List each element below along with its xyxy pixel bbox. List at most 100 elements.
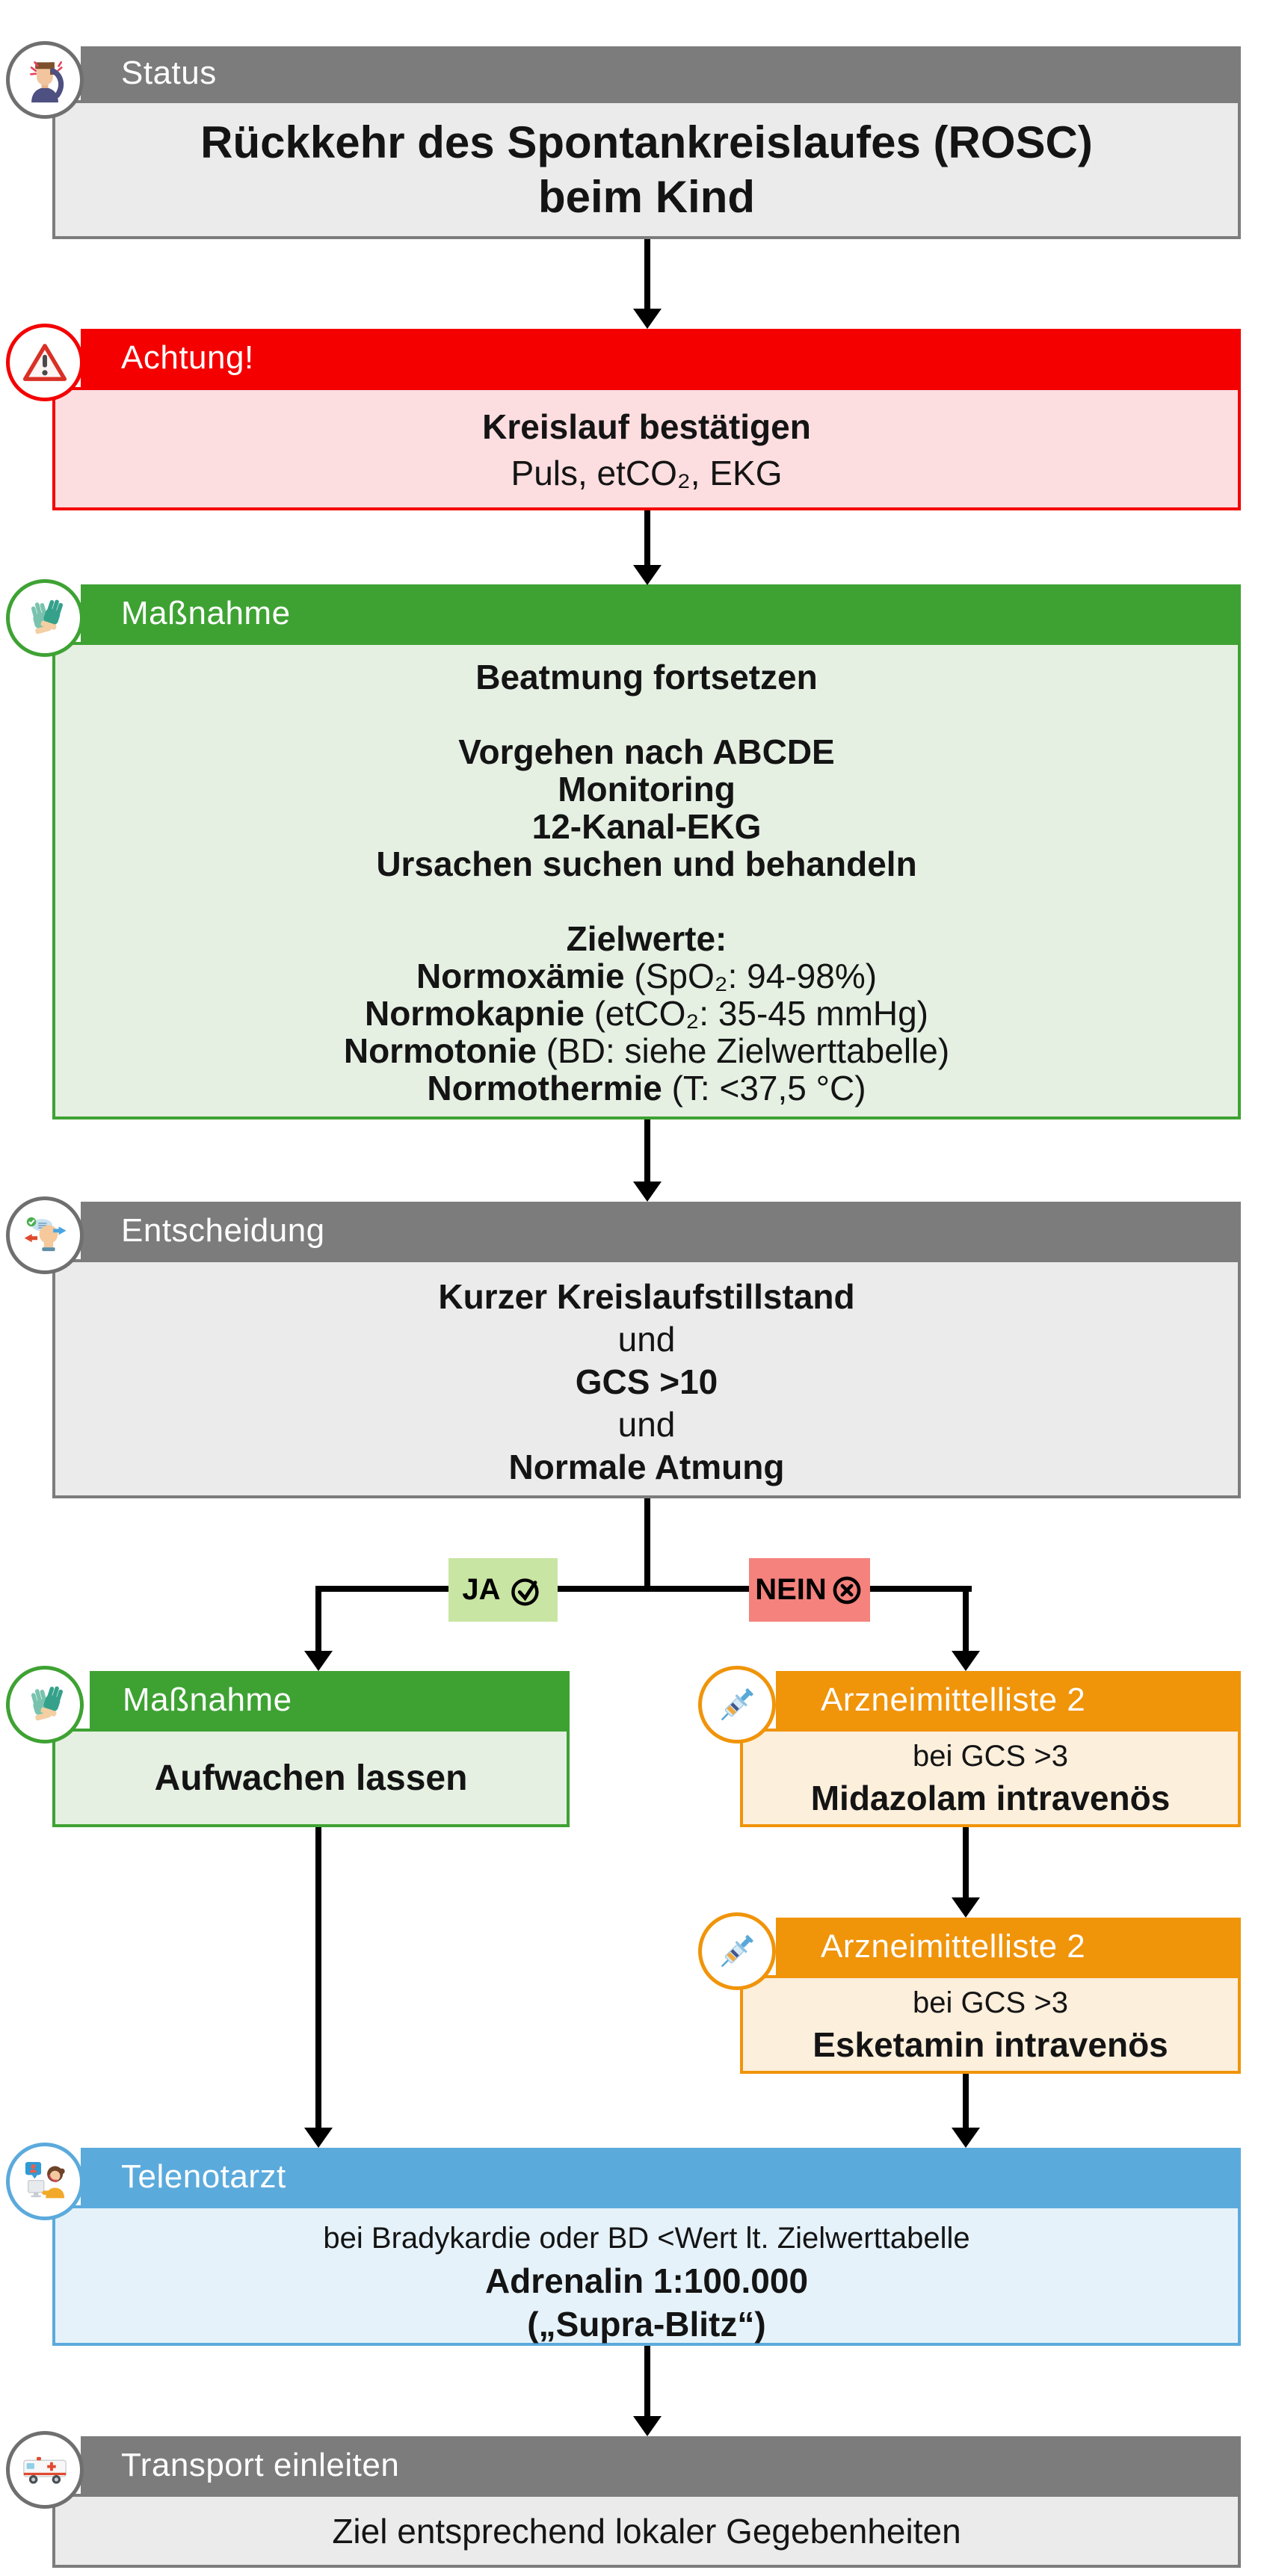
entscheidung-line: Kurzer Kreislaufstillstand <box>438 1277 855 1316</box>
decision-head-icon <box>24 1217 67 1252</box>
aufwachen-text: Aufwachen lassen <box>154 1758 468 1798</box>
massnahme-line: Zielwerte: <box>566 919 727 958</box>
arrow-arznei1-arznei2 <box>963 1827 969 1897</box>
yes-label: JA <box>462 1573 501 1606</box>
aufwachen-icon-circle <box>6 1666 84 1743</box>
arznei2-section-header: Arzneimittelliste 2 <box>776 1918 1241 1975</box>
arrow-massnahme-entscheidung <box>644 1119 650 1182</box>
arznei1-section-header: Arzneimittelliste 2 <box>776 1671 1241 1729</box>
medical-gloves-icon <box>31 599 64 634</box>
check-circle-icon <box>511 1578 539 1606</box>
warning-triangle-icon <box>22 344 67 381</box>
arrow-arznei2-telenotarzt <box>963 2074 969 2128</box>
entscheidung-line: und <box>617 1405 676 1444</box>
arznei2-box: bei GCS >3 Esketamin intravenös <box>740 1975 1241 2074</box>
page-title-line2: beim Kind <box>537 172 755 222</box>
syringe-icon <box>721 1688 753 1721</box>
dizzy-person-icon <box>30 61 64 103</box>
entscheidung-line: GCS >10 <box>575 1362 718 1401</box>
telenotarzt-header-label: Telenotarzt <box>121 2158 286 2195</box>
massnahme-line: Normothermie (T: <37,5 °C) <box>427 1069 866 1108</box>
arznei1-drug: Midazolam intravenös <box>810 1779 1171 1817</box>
achtung-icon-circle <box>6 324 84 401</box>
massnahme-line: Beatmung fortsetzen <box>475 658 818 696</box>
massnahme-line: Normotonie (BD: siehe Zielwerttabelle) <box>343 1031 950 1070</box>
telenotarzt-box: bei Bradykardie oder BD <Wert lt. Zielwe… <box>52 2205 1241 2346</box>
arznei2-condition: bei GCS >3 <box>913 1986 1068 2019</box>
achtung-section-header: Achtung! <box>81 329 1241 387</box>
arznei1-header-label: Arzneimittelliste 2 <box>821 1681 1086 1718</box>
transport-text: Ziel entsprechend lokaler Gegebenheiten <box>332 2511 961 2551</box>
arznei1-box: bei GCS >3 Midazolam intravenös <box>740 1729 1241 1827</box>
branch-left-line <box>315 1586 321 1651</box>
achtung-header-label: Achtung! <box>121 339 254 376</box>
arrow-status-achtung <box>644 239 650 309</box>
cross-circle-icon <box>833 1576 861 1604</box>
entscheidung-icon-circle <box>6 1196 84 1274</box>
telenotarzt-condition: bei Bradykardie oder BD <Wert lt. Zielwe… <box>323 2222 970 2255</box>
status-header-label: Status <box>121 55 217 91</box>
branch-horizontal-line <box>315 1586 972 1592</box>
massnahme-header-label: Maßnahme <box>121 594 291 631</box>
branch-right-line <box>963 1586 969 1651</box>
arznei1-condition: bei GCS >3 <box>913 1740 1068 1773</box>
massnahme-section-header: Maßnahme <box>81 584 1241 642</box>
arrow-aufwachen-telenotarzt <box>315 1827 321 2128</box>
aufwachen-box: Aufwachen lassen <box>52 1729 570 1827</box>
achtung-box: Kreislauf bestätigen Puls, etCO₂, EKG <box>52 387 1241 510</box>
yes-branch-tag: JA <box>448 1558 558 1622</box>
aufwachen-header-label: Maßnahme <box>123 1681 292 1718</box>
arrowhead-telenotarzt-transport <box>633 2416 662 2436</box>
entscheidung-header-label: Entscheidung <box>121 1211 325 1249</box>
arznei2-icon-circle <box>698 1912 776 1990</box>
massnahme-line <box>55 696 1238 733</box>
arrowhead-massnahme-entscheidung <box>633 1182 662 1202</box>
transport-header-label: Transport einleiten <box>121 2446 400 2483</box>
syringe-icon <box>721 1935 753 1968</box>
arrowhead-status-achtung <box>633 309 662 329</box>
video-doctor-icon <box>25 2161 65 2199</box>
telenotarzt-drug: Adrenalin 1:100.000 <box>484 2261 809 2300</box>
transport-section-header: Transport einleiten <box>81 2436 1241 2494</box>
arrowhead-achtung-massnahme <box>633 565 662 585</box>
achtung-line-main: Kreislauf bestätigen <box>482 407 811 446</box>
medical-gloves-icon <box>31 1686 64 1721</box>
arrowhead-branch-right <box>952 1651 980 1671</box>
page-title-line1: Rückkehr des Spontankreislaufes (ROSC) <box>200 117 1093 167</box>
no-label: NEIN <box>755 1573 827 1606</box>
arrowhead-aufwachen-telenotarzt <box>304 2128 333 2148</box>
aufwachen-section-header: Maßnahme <box>90 1671 570 1729</box>
telenotarzt-section-header: Telenotarzt <box>81 2148 1241 2205</box>
arznei1-icon-circle <box>698 1666 776 1743</box>
ambulance-icon <box>23 2456 67 2484</box>
branch-stem-line <box>644 1498 650 1592</box>
entscheidung-line: Normale Atmung <box>508 1448 785 1486</box>
arrowhead-branch-left <box>304 1651 333 1671</box>
arznei2-drug: Esketamin intravenös <box>813 2025 1168 2064</box>
transport-box: Ziel entsprechend lokaler Gegebenheiten <box>52 2494 1241 2568</box>
status-section-header: Status <box>81 46 1241 100</box>
telenotarzt-note: („Supra-Blitz“) <box>527 2305 766 2344</box>
telenotarzt-icon-circle <box>6 2143 84 2220</box>
arznei2-header-label: Arzneimittelliste 2 <box>821 1927 1086 1965</box>
no-branch-tag: NEIN <box>749 1558 870 1622</box>
massnahme-icon-circle <box>6 579 84 657</box>
massnahme-line: 12-Kanal-EKG <box>531 807 762 846</box>
massnahme-line: Ursachen suchen und behandeln <box>376 844 917 883</box>
arrow-telenotarzt-transport <box>644 2346 650 2416</box>
massnahme-line: Monitoring <box>558 770 736 809</box>
entscheidung-line: und <box>617 1320 676 1359</box>
arrowhead-arznei2-telenotarzt <box>952 2128 980 2148</box>
massnahme-box: Beatmung fortsetzen Vorgehen nach ABCDE … <box>52 642 1241 1119</box>
massnahme-line: Normoxämie (SpO₂: 94-98%) <box>416 957 878 995</box>
arrow-achtung-massnahme <box>644 510 650 565</box>
massnahme-line <box>55 883 1238 920</box>
entscheidung-box: Kurzer Kreislaufstillstand und GCS >10 u… <box>52 1259 1241 1498</box>
entscheidung-section-header: Entscheidung <box>81 1202 1241 1259</box>
massnahme-line: Normokapnie (etCO₂: 35-45 mmHg) <box>364 994 929 1033</box>
status-box: Rückkehr des Spontankreislaufes (ROSC) b… <box>52 100 1241 239</box>
transport-icon-circle <box>6 2431 84 2509</box>
arrowhead-arznei1-arznei2 <box>952 1897 980 1918</box>
achtung-line-detail: Puls, etCO₂, EKG <box>511 454 783 493</box>
